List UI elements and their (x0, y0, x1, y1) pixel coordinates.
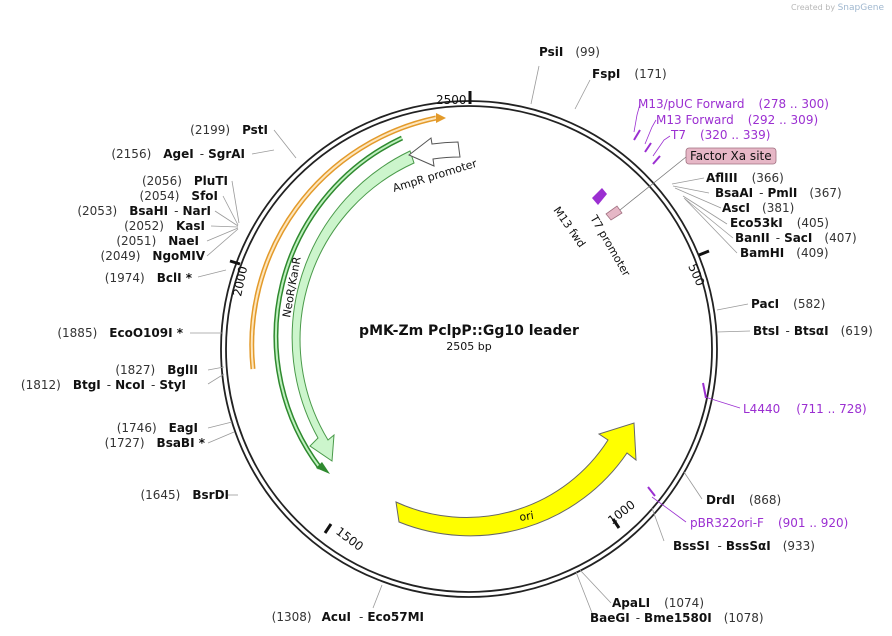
site-psti[interactable]: (2199)PstI (190, 123, 268, 137)
site-bamhi[interactable]: BamHI(409) (740, 246, 829, 260)
feature-ampr-promoter[interactable] (408, 137, 461, 167)
label-t7-promoter: T7 promoter (587, 212, 633, 279)
site-baegi[interactable]: BaeGI-Bme1580I(1078) (590, 611, 764, 625)
label-m13-fwd: M13 fwd (551, 204, 588, 250)
primer-m13-puc-forward[interactable]: M13/pUC Forward(278 .. 300) (638, 97, 829, 111)
site-eagi[interactable]: (1746)EagI (117, 421, 198, 435)
site-psii[interactable]: PsiI(99) (539, 45, 600, 59)
site-fspi[interactable]: FspI(171) (592, 67, 667, 81)
site-banii-saci[interactable]: BanII-SacI(407) (735, 231, 857, 245)
orange-arrow-head (436, 113, 446, 123)
site-apali[interactable]: ApaLI(1074) (612, 596, 704, 610)
primer-l4440[interactable]: L4440(711 .. 728) (743, 402, 867, 416)
site-bsaai-pmli[interactable]: BsaAI-PmlI(367) (715, 186, 842, 200)
site-drdi[interactable]: DrdI(868) (706, 493, 781, 507)
site-bsahi[interactable]: (2053)BsaHI-NarI (77, 204, 211, 218)
site-kasi[interactable]: (2052)KasI (124, 219, 205, 233)
site-paci[interactable]: PacI(582) (751, 297, 825, 311)
feature-m13-fwd[interactable] (592, 188, 607, 205)
site-leader-lines (190, 65, 751, 619)
site-ecoo109i[interactable]: (1885)EcoO109I * (57, 326, 183, 340)
site-bsrdi[interactable]: (1645)BsrDI (140, 488, 229, 502)
green-arrow-head (316, 462, 330, 474)
tick-label-1000: 1000 (605, 498, 638, 528)
primer-m13-forward[interactable]: M13 Forward(292 .. 309) (656, 113, 818, 127)
site-ngomiv[interactable]: (2049)NgoMIV (101, 249, 206, 263)
primer-marks (633, 129, 707, 497)
tick-label-2000: 2000 (230, 265, 250, 298)
site-naei[interactable]: (2051)NaeI (116, 234, 199, 248)
site-afliii[interactable]: AflIII(366) (706, 171, 784, 185)
plasmid-name: pMK-Zm PclpP::Gg10 leader (359, 323, 579, 339)
primer-t7[interactable]: T7(320 .. 339) (670, 128, 770, 142)
site-btgi[interactable]: (1812)BtgI-NcoI-StyI (21, 378, 186, 392)
plasmid-length: 2505 bp (446, 340, 491, 353)
tick-marks (229, 91, 710, 534)
site-asci[interactable]: AscI(381) (722, 201, 794, 215)
site-bsssi[interactable]: BssSI-BssSαI(933) (673, 539, 815, 553)
site-eco53ki[interactable]: Eco53kI(405) (730, 216, 829, 230)
site-agei[interactable]: (2156)AgeI-SgrAI (111, 147, 245, 161)
snapgene-credit: Created by SnapGene (791, 3, 884, 13)
site-sfoi[interactable]: (2054)SfoI (140, 189, 218, 203)
feature-neor-kanr[interactable] (291, 150, 415, 462)
site-pluti[interactable]: (2056)PluTI (142, 174, 228, 188)
feature-t7-promoter[interactable] (605, 205, 623, 221)
label-ori: ori (518, 509, 534, 524)
site-bglii[interactable]: (1827)BglII (115, 363, 198, 377)
site-acui[interactable]: (1308)AcuI-Eco57MI (272, 610, 424, 624)
tick-label-2500: 2500 (436, 93, 467, 107)
label-factor-xa: Factor Xa site (690, 149, 772, 163)
feature-ori[interactable] (395, 422, 637, 537)
site-btsi[interactable]: BtsI-BtsαI(619) (753, 324, 873, 338)
site-bsabi[interactable]: (1727)BsaBI * (105, 436, 206, 450)
factor-xa-badge[interactable] (685, 147, 777, 165)
primer-pbr322ori-f[interactable]: pBR322ori-F(901 .. 920) (690, 516, 848, 530)
tick-label-1500: 1500 (333, 524, 366, 554)
site-bcli[interactable]: (1974)BclI * (105, 271, 193, 285)
